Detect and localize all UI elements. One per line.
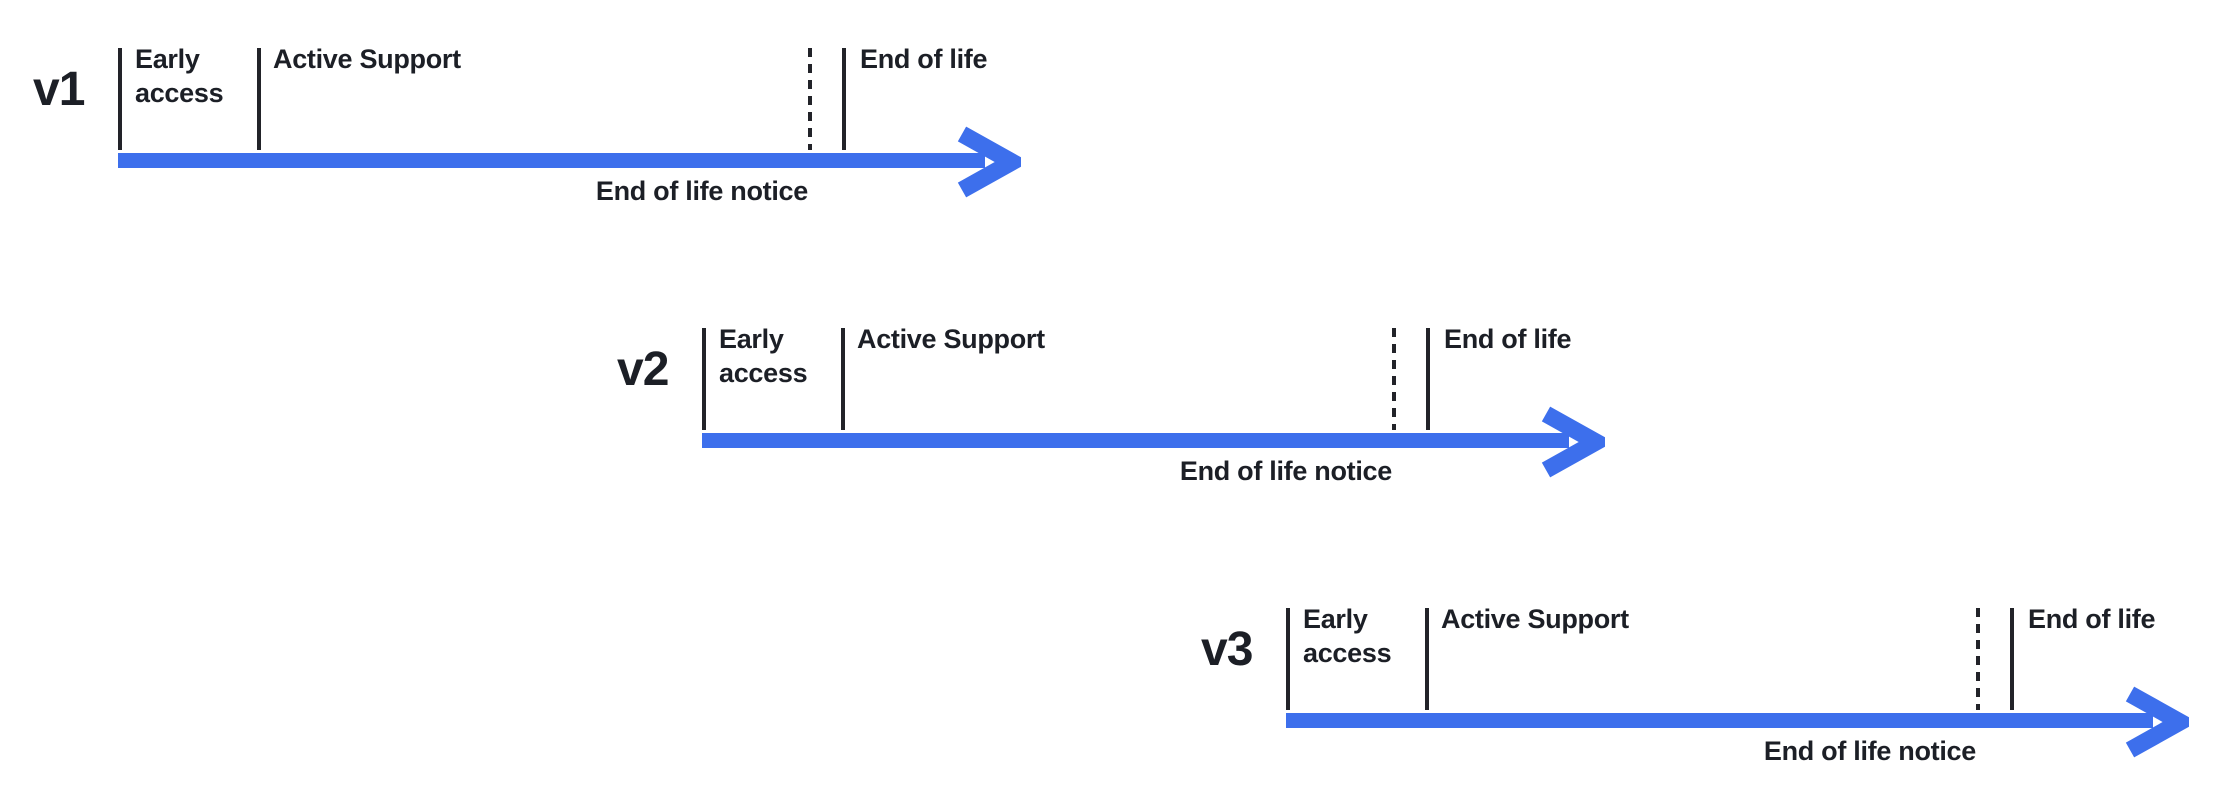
eol-notice-dashed-line — [808, 48, 812, 150]
end-of-life-label: End of life — [1444, 324, 1572, 354]
end-of-life-tick — [842, 48, 846, 150]
active-support-start-tick — [1425, 608, 1429, 710]
early-access-label: Early access — [719, 324, 808, 388]
timeline-row-v1: v1 Early access Active Support End of li… — [33, 40, 1043, 225]
timeline-arrow-shaft — [1286, 713, 2153, 728]
timeline-arrow-shaft — [702, 433, 1569, 448]
end-of-life-label: End of life — [2028, 604, 2156, 634]
active-support-label: Active Support — [1441, 604, 1629, 634]
early-access-start-tick — [702, 328, 706, 430]
arrow-head-icon — [2125, 686, 2189, 758]
eol-notice-dashed-line — [1392, 328, 1396, 430]
active-support-start-tick — [257, 48, 261, 150]
end-of-life-label: End of life — [860, 44, 988, 74]
active-support-label: Active Support — [273, 44, 461, 74]
active-support-start-tick — [841, 328, 845, 430]
version-label: v2 — [617, 343, 669, 396]
timeline-row-v2: v2 Early access Active Support End of li… — [617, 320, 1627, 505]
end-of-life-tick — [1426, 328, 1430, 430]
early-access-start-tick — [1286, 608, 1290, 710]
version-label: v1 — [33, 63, 85, 116]
end-of-life-notice-label: End of life notice — [1179, 456, 1392, 486]
early-access-label: Early access — [135, 44, 224, 108]
end-of-life-tick — [2010, 608, 2014, 710]
arrow-head-icon — [957, 126, 1021, 198]
end-of-life-notice-label: End of life notice — [1763, 736, 1976, 766]
eol-notice-dashed-line — [1976, 608, 1980, 710]
version-label: v3 — [1201, 623, 1253, 676]
end-of-life-notice-label: End of life notice — [595, 176, 808, 206]
active-support-label: Active Support — [857, 324, 1045, 354]
early-access-label: Early access — [1303, 604, 1392, 668]
arrow-head-icon — [1541, 406, 1605, 478]
early-access-start-tick — [118, 48, 122, 150]
timeline-arrow-shaft — [118, 153, 985, 168]
timeline-row-v3: v3 Early access Active Support End of li… — [1201, 600, 2211, 785]
